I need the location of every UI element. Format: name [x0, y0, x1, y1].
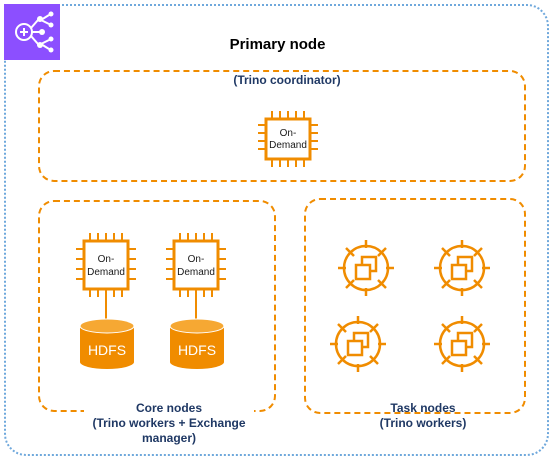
- chip-label-line1: On-: [280, 128, 297, 139]
- chip-label-line2: Demand: [177, 267, 215, 278]
- emr-logo-icon: [4, 4, 60, 60]
- core-chip-icon-2: On- Demand: [166, 233, 226, 297]
- primary-node-title: Primary node: [229, 36, 326, 53]
- task-nodes-desc: (Trino workers): [379, 416, 467, 430]
- core-nodes-title: Core nodes: [135, 401, 202, 415]
- core-connector-1: [105, 297, 107, 323]
- core-chip-icon-1: On- Demand: [76, 233, 136, 297]
- hdfs-cylinder-icon-2: HDFS: [169, 318, 225, 369]
- chip-label-line2: Demand: [269, 140, 307, 151]
- primary-node-subtitle: (Trino coordinator): [222, 73, 352, 88]
- core-nodes-desc-line1: (Trino workers + Exchange: [92, 416, 246, 430]
- cluster-boundary: [4, 4, 549, 456]
- core-connector-2: [195, 297, 197, 323]
- hdfs-label: HDFS: [178, 342, 216, 358]
- core-nodes-desc-line2: manager): [141, 431, 197, 445]
- spot-instance-icon-4: [434, 316, 490, 372]
- task-nodes-title: Task nodes: [390, 401, 456, 415]
- core-nodes-group: [38, 200, 276, 412]
- primary-chip-icon: On- Demand: [258, 111, 318, 167]
- chip-label-line1: On-: [188, 254, 205, 265]
- primary-node-group: [38, 70, 526, 182]
- chip-label-line1: On-: [98, 254, 115, 265]
- chip-label-line2: Demand: [87, 267, 125, 278]
- task-nodes-group: [304, 198, 526, 414]
- core-nodes-label: Core nodes (Trino workers + Exchange man…: [84, 401, 254, 446]
- spot-instance-icon-1: [338, 240, 394, 296]
- spot-instance-icon-2: [434, 240, 490, 296]
- spot-instance-icon-3: [330, 316, 386, 372]
- task-nodes-label: Task nodes (Trino workers): [364, 401, 482, 431]
- hdfs-label: HDFS: [88, 342, 126, 358]
- hdfs-cylinder-icon-1: HDFS: [79, 318, 135, 369]
